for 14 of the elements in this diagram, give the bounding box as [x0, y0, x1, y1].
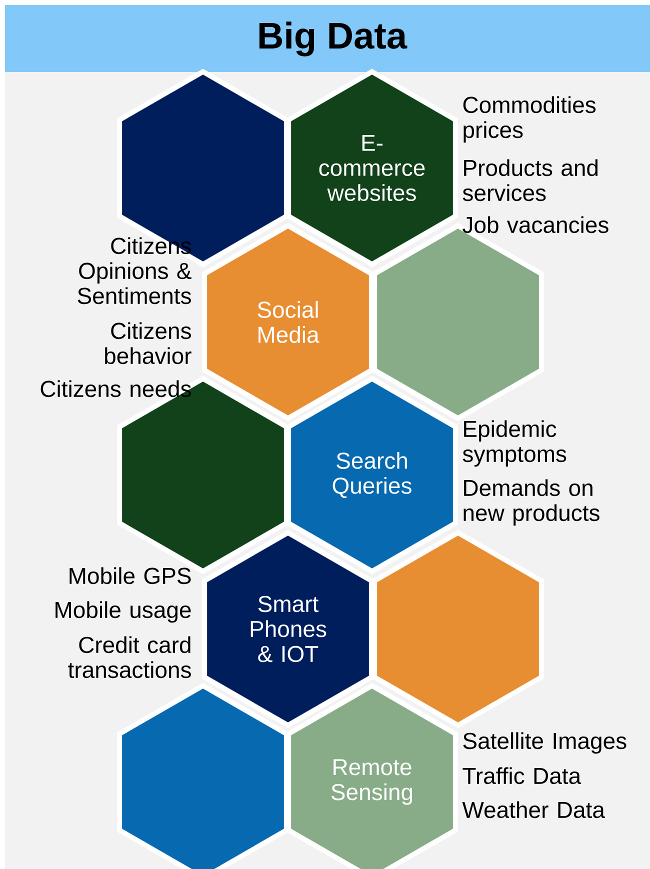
side-text: Products and services: [462, 159, 598, 202]
title-banner: Big Data: [5, 5, 650, 72]
side-text: Citizens behavior: [105, 322, 192, 364]
side-text: Mobile usage: [56, 601, 191, 623]
side-text: Epidemic symptoms: [462, 420, 566, 467]
side-text: Commodities prices: [463, 96, 596, 143]
side-text: Demands on new products: [464, 479, 600, 526]
side-text: Mobile GPS: [70, 567, 191, 584]
side-text: Weather Data: [462, 801, 605, 818]
side-text: Credit card transactions: [68, 636, 191, 678]
side-text: Traffic Data: [462, 767, 582, 784]
side-text: Citizens needs: [40, 380, 191, 398]
side-text: Job vacancies: [462, 216, 608, 234]
side-text: Satellite Images: [463, 732, 626, 754]
